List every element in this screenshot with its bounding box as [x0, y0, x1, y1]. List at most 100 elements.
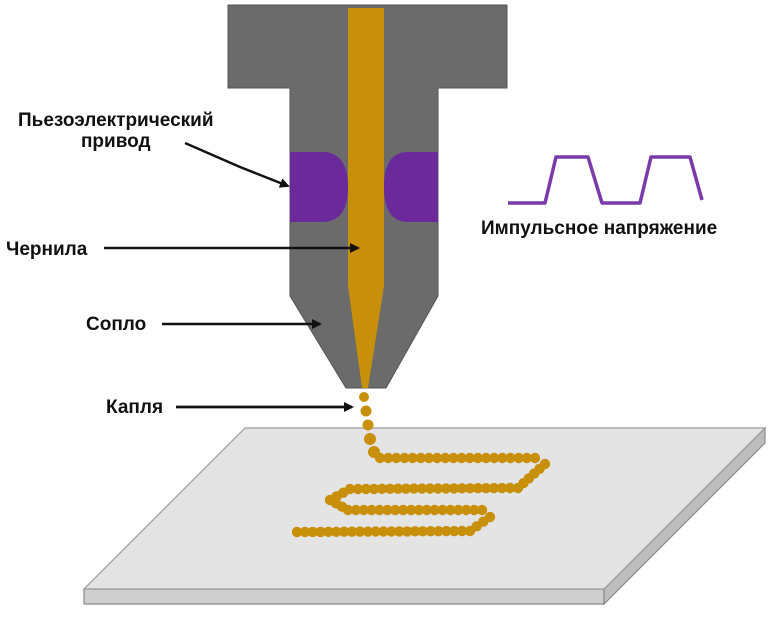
track-dot: [432, 483, 444, 494]
track-dot: [429, 504, 440, 516]
track-dot: [391, 452, 402, 464]
track-dot: [448, 483, 460, 494]
track-dot: [445, 504, 456, 516]
track-dot: [291, 526, 303, 538]
track-dot: [354, 526, 366, 537]
droplet-label: Капля: [106, 397, 164, 418]
printed-track: [291, 452, 551, 538]
track-dot: [417, 526, 428, 537]
track-dot: [370, 526, 381, 537]
track-dot: [299, 526, 311, 538]
track-dot: [472, 452, 484, 464]
track-dot: [440, 483, 452, 494]
track-dot: [374, 504, 385, 516]
track-dot: [398, 504, 409, 516]
track-dot: [464, 483, 476, 494]
track-dot: [383, 452, 394, 464]
piezo-actuator-right: [384, 152, 438, 222]
track-dot: [413, 504, 425, 516]
ink-droplet: [368, 446, 380, 458]
ink-droplet: [359, 392, 369, 402]
ink-droplet: [360, 405, 372, 417]
track-dot: [366, 504, 377, 516]
track-dot: [315, 526, 326, 538]
printhead: [227, 4, 508, 389]
track-dot: [384, 483, 396, 494]
track-dot: [386, 526, 397, 537]
track-dot: [399, 452, 410, 464]
ink-channel: [348, 8, 384, 388]
piezo-actuator-left: [290, 152, 348, 222]
track-dot: [456, 525, 468, 537]
track-dot: [472, 483, 484, 494]
track-dot: [421, 504, 432, 516]
track-dot: [362, 526, 373, 537]
track-dot: [360, 483, 372, 495]
track-dot: [448, 452, 459, 464]
label-arrows: [104, 141, 360, 412]
track-dot: [423, 452, 435, 464]
track-dot: [350, 504, 362, 516]
falling-droplets: [359, 392, 380, 458]
track-dot: [505, 452, 516, 464]
track-dot: [408, 483, 420, 494]
ink-label: Чернила: [6, 239, 88, 260]
track-dot: [521, 452, 532, 464]
track-dot: [476, 504, 488, 516]
track-dot: [307, 526, 318, 538]
track-dot: [496, 482, 508, 494]
track-dot: [512, 482, 524, 494]
track-dot: [390, 504, 401, 516]
nozzle-label: Сопло: [86, 314, 147, 335]
track-dot: [480, 452, 492, 464]
track-dot: [488, 482, 500, 494]
piezo-actuator-label: Пьезоэлектрический привод: [18, 110, 214, 152]
track-dot: [453, 504, 464, 516]
pulse-voltage-waveform: [508, 155, 704, 205]
piezo-label-line2: привод: [80, 131, 151, 152]
track-dot: [415, 452, 426, 464]
track-dot: [401, 526, 413, 537]
track-dot: [368, 483, 380, 495]
piezo-label-line1: Пьезоэлектрический: [18, 110, 214, 131]
track-dot: [378, 526, 389, 537]
track-dot: [437, 504, 448, 516]
track-dot: [394, 526, 405, 537]
track-dot: [480, 483, 492, 494]
track-dot: [424, 483, 436, 494]
track-dot: [449, 525, 460, 537]
track-dot: [464, 525, 476, 537]
track-dot: [352, 483, 364, 495]
track-dot: [358, 504, 369, 516]
track-dot: [376, 483, 388, 494]
track-dot: [416, 483, 428, 494]
track-dot: [425, 526, 436, 537]
track-dot: [497, 452, 508, 464]
track-dot: [433, 526, 444, 537]
track-dot: [323, 526, 334, 537]
track-dot: [405, 504, 417, 516]
substrate-front-edge: [83, 588, 605, 605]
track-dot: [529, 452, 541, 464]
track-dot: [346, 526, 358, 537]
ink-droplet: [362, 419, 374, 431]
track-dot: [513, 452, 524, 464]
track-dot: [441, 525, 452, 537]
track-dot: [392, 483, 404, 494]
track-dot: [400, 483, 412, 494]
track-dot: [331, 526, 342, 537]
track-dot: [407, 452, 418, 464]
track-dot: [461, 504, 472, 516]
track-dot: [504, 482, 516, 494]
arrow-piezo: [184, 141, 290, 188]
track-dot: [382, 504, 393, 516]
track-dot: [431, 452, 443, 464]
track-dot: [409, 526, 421, 537]
track-dot: [489, 452, 500, 464]
track-dot: [468, 504, 480, 516]
ink-droplet: [364, 433, 376, 445]
track-dot: [456, 483, 468, 494]
pulse-voltage-label: Импульсное напряжение: [481, 218, 718, 239]
track-dot: [339, 526, 350, 537]
